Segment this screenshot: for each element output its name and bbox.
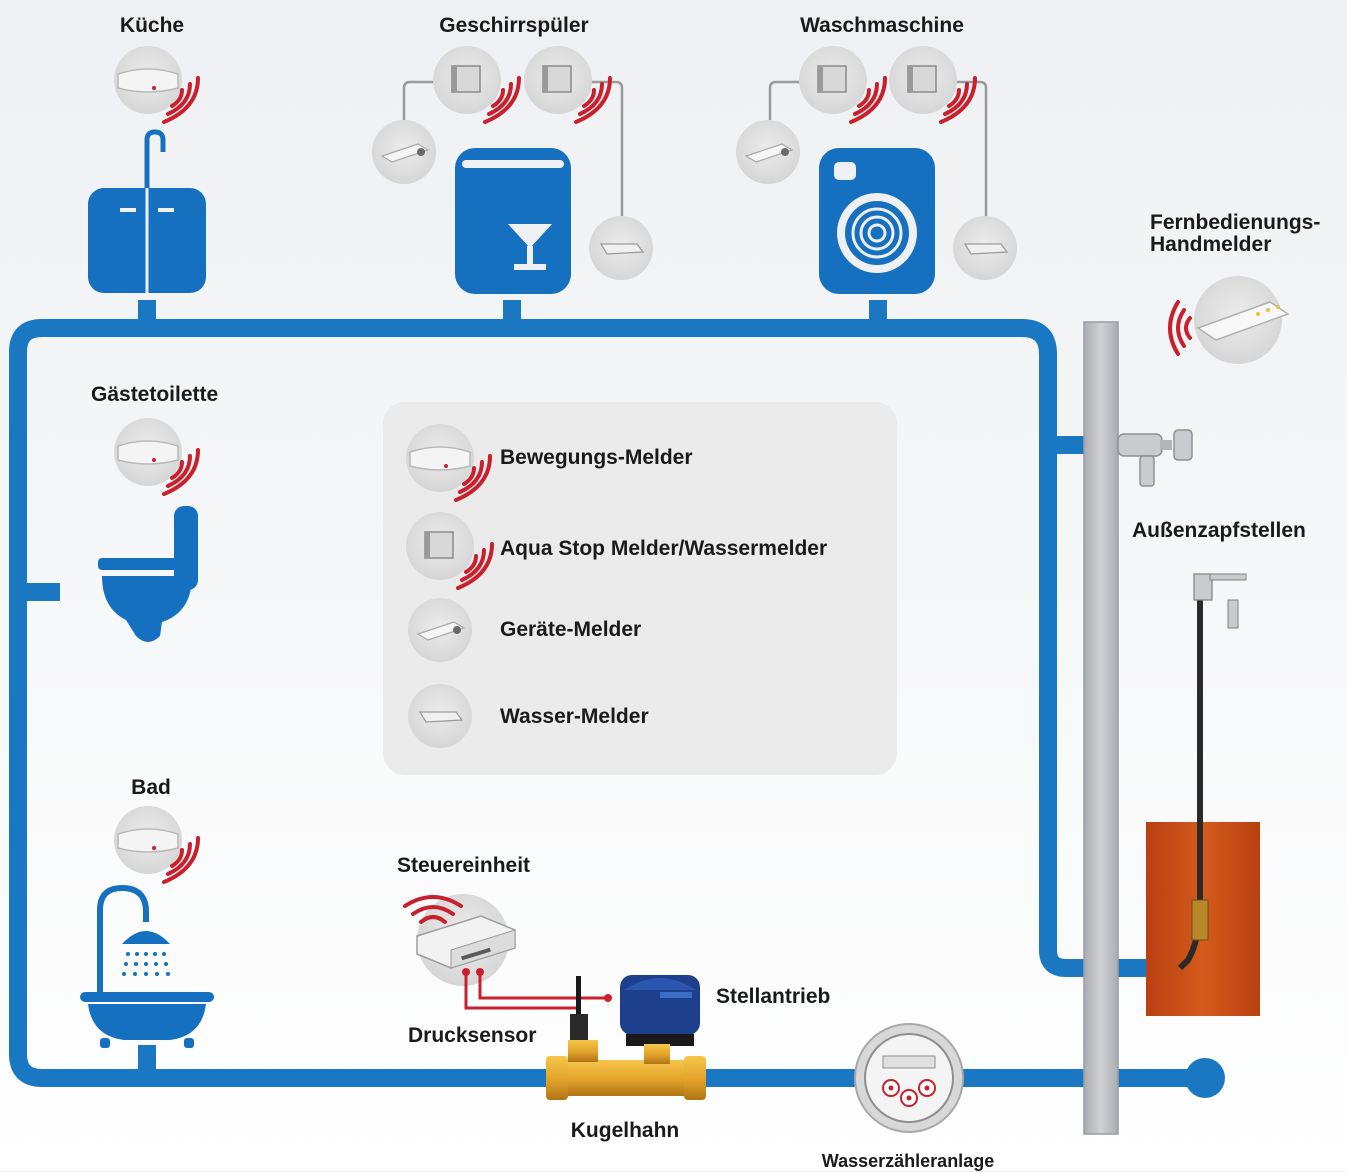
sink-icon [88,129,206,293]
ball-valve-icon [546,1040,706,1100]
label-fernbedienung-line1: Fernbedienungs- [1150,211,1321,234]
control-unit-icon [403,894,516,986]
label-wasserzaehleranlage: Wasserzähleranlage [821,1151,995,1171]
label-drucksensor: Drucksensor [408,1024,537,1047]
label-gaestetoilette: Gästetoilette [91,383,219,406]
pipe-end-cap [1185,1058,1225,1098]
legend-motion-sensor-icon [405,423,492,502]
bathtub-shower-icon [80,884,214,1048]
washing-machine-icon [819,148,935,294]
sensor-wires-geschirrspueler [402,80,624,216]
outdoor-tap-icon [1117,429,1193,487]
pipe-network [9,300,1214,1087]
legend-device-sensor-icon [407,597,473,663]
label-aussenzapfstellen: Außenzapfstellen [1132,519,1306,542]
label-steuereinheit: Steuereinheit [397,854,531,877]
legend-aqua-stop-sensor-icon [405,511,494,590]
legend-label-motion: Bewegungs-Melder [500,446,693,469]
label-stellantrieb: Stellantrieb [716,985,831,1008]
dishwasher-icon [455,148,571,294]
remote-hand-detector-icon [1168,276,1290,364]
label-fernbedienungs-handmelder: Fernbedienungs- Handmelder [1150,212,1320,256]
legend-label-aqua-stop: Aqua Stop Melder/Wassermelder [500,537,828,560]
control-wires [464,972,608,1010]
toilet-icon [98,506,198,642]
sensor-wires-waschmaschine [768,80,988,216]
label-kugelhahn: Kugelhahn [570,1119,680,1142]
label-bad: Bad [131,776,171,799]
garden-standpipe-icon [1177,573,1247,971]
pressure-sensor-icon [570,976,588,1044]
label-waschmaschine: Waschmaschine [800,14,964,37]
exterior-wall [1083,321,1119,1135]
water-meter-icon [854,1023,964,1133]
actuator-icon [620,975,700,1046]
label-geschirrspueler: Geschirrspüler [439,14,589,37]
main-pipe-loop [9,319,1214,1087]
legend-water-sensor-icon [407,683,473,749]
label-fernbedienung-line2: Handmelder [1150,233,1272,256]
legend-label-device: Geräte-Melder [500,618,642,641]
legend-label-water: Wasser-Melder [500,705,649,728]
label-kueche: Küche [119,14,185,37]
